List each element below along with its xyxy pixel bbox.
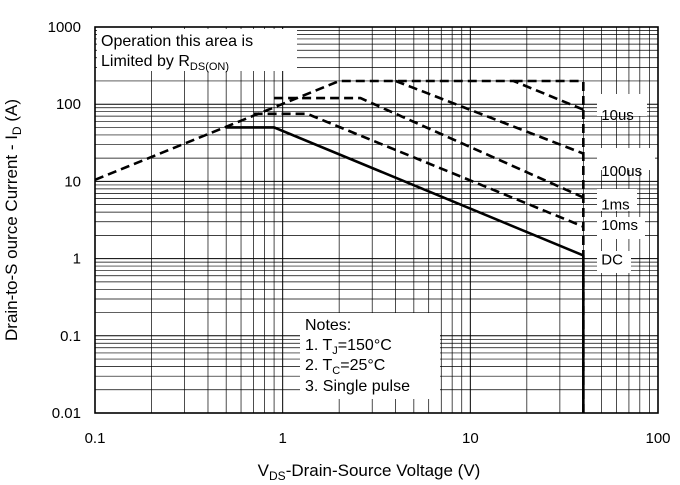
- note-2: 2. TC=25°C: [305, 357, 385, 377]
- series-label-10ms: 10ms: [601, 217, 638, 234]
- y-axis-label: Drain-to-S ource Current - ID (A): [2, 99, 24, 341]
- x-tick-label: 100: [645, 430, 670, 447]
- series-lines: [94, 79, 585, 413]
- series-labels: DC 10ms 1ms 100us 10us: [601, 107, 642, 269]
- x-tick-labels: 0.1 1 10 100: [85, 430, 671, 447]
- y-tick-labels: 0.01 0.1 1 10 100 1000: [48, 19, 81, 422]
- series-line-1ms: [274, 96, 584, 199]
- y-tick-label: 0.1: [60, 328, 81, 345]
- notes-title: Notes:: [305, 317, 351, 334]
- y-tick-label: 100: [56, 96, 81, 113]
- label-backgrounds: [97, 29, 655, 399]
- label-background: [597, 251, 631, 273]
- x-axis-label: VDS-Drain-Source Voltage (V): [258, 461, 481, 483]
- series-label-1ms: 1ms: [601, 196, 629, 213]
- series-label-10us: 10us: [601, 107, 634, 124]
- series-line-100us: [395, 79, 584, 155]
- label-background: [597, 217, 645, 239]
- y-tick-label: 0.01: [52, 405, 81, 422]
- y-tick-label: 1000: [48, 19, 81, 36]
- notes-annotation: Notes: 1. TJ=150°C 2. TC=25°C 3. Single …: [305, 317, 410, 395]
- x-tick-label: 0.1: [85, 430, 106, 447]
- label-background: [597, 94, 647, 116]
- y-tick-label: 10: [64, 173, 81, 190]
- note-3: 3. Single pulse: [305, 378, 410, 395]
- top-annotation: Operation this area is Limited by RDS(ON…: [101, 33, 253, 73]
- note-1: 1. TJ=150°C: [305, 337, 392, 357]
- x-tick-label: 1: [278, 430, 286, 447]
- label-background: [597, 148, 655, 170]
- series-line-10us: [94, 79, 584, 182]
- annotation-line-1: Operation this area is: [101, 33, 253, 50]
- y-tick-label: 1: [73, 251, 81, 268]
- plot-frame: [94, 26, 659, 414]
- label-background: [597, 189, 637, 211]
- annotation-line-2: Limited by RDS(ON): [101, 53, 229, 73]
- series-line-10ms: [253, 112, 584, 228]
- series-label-DC: DC: [601, 252, 623, 269]
- series-label-100us: 100us: [601, 163, 642, 180]
- label-background: [97, 29, 297, 71]
- x-tick-label: 10: [462, 430, 479, 447]
- series-line-DC: [226, 126, 584, 257]
- label-background: [300, 313, 440, 399]
